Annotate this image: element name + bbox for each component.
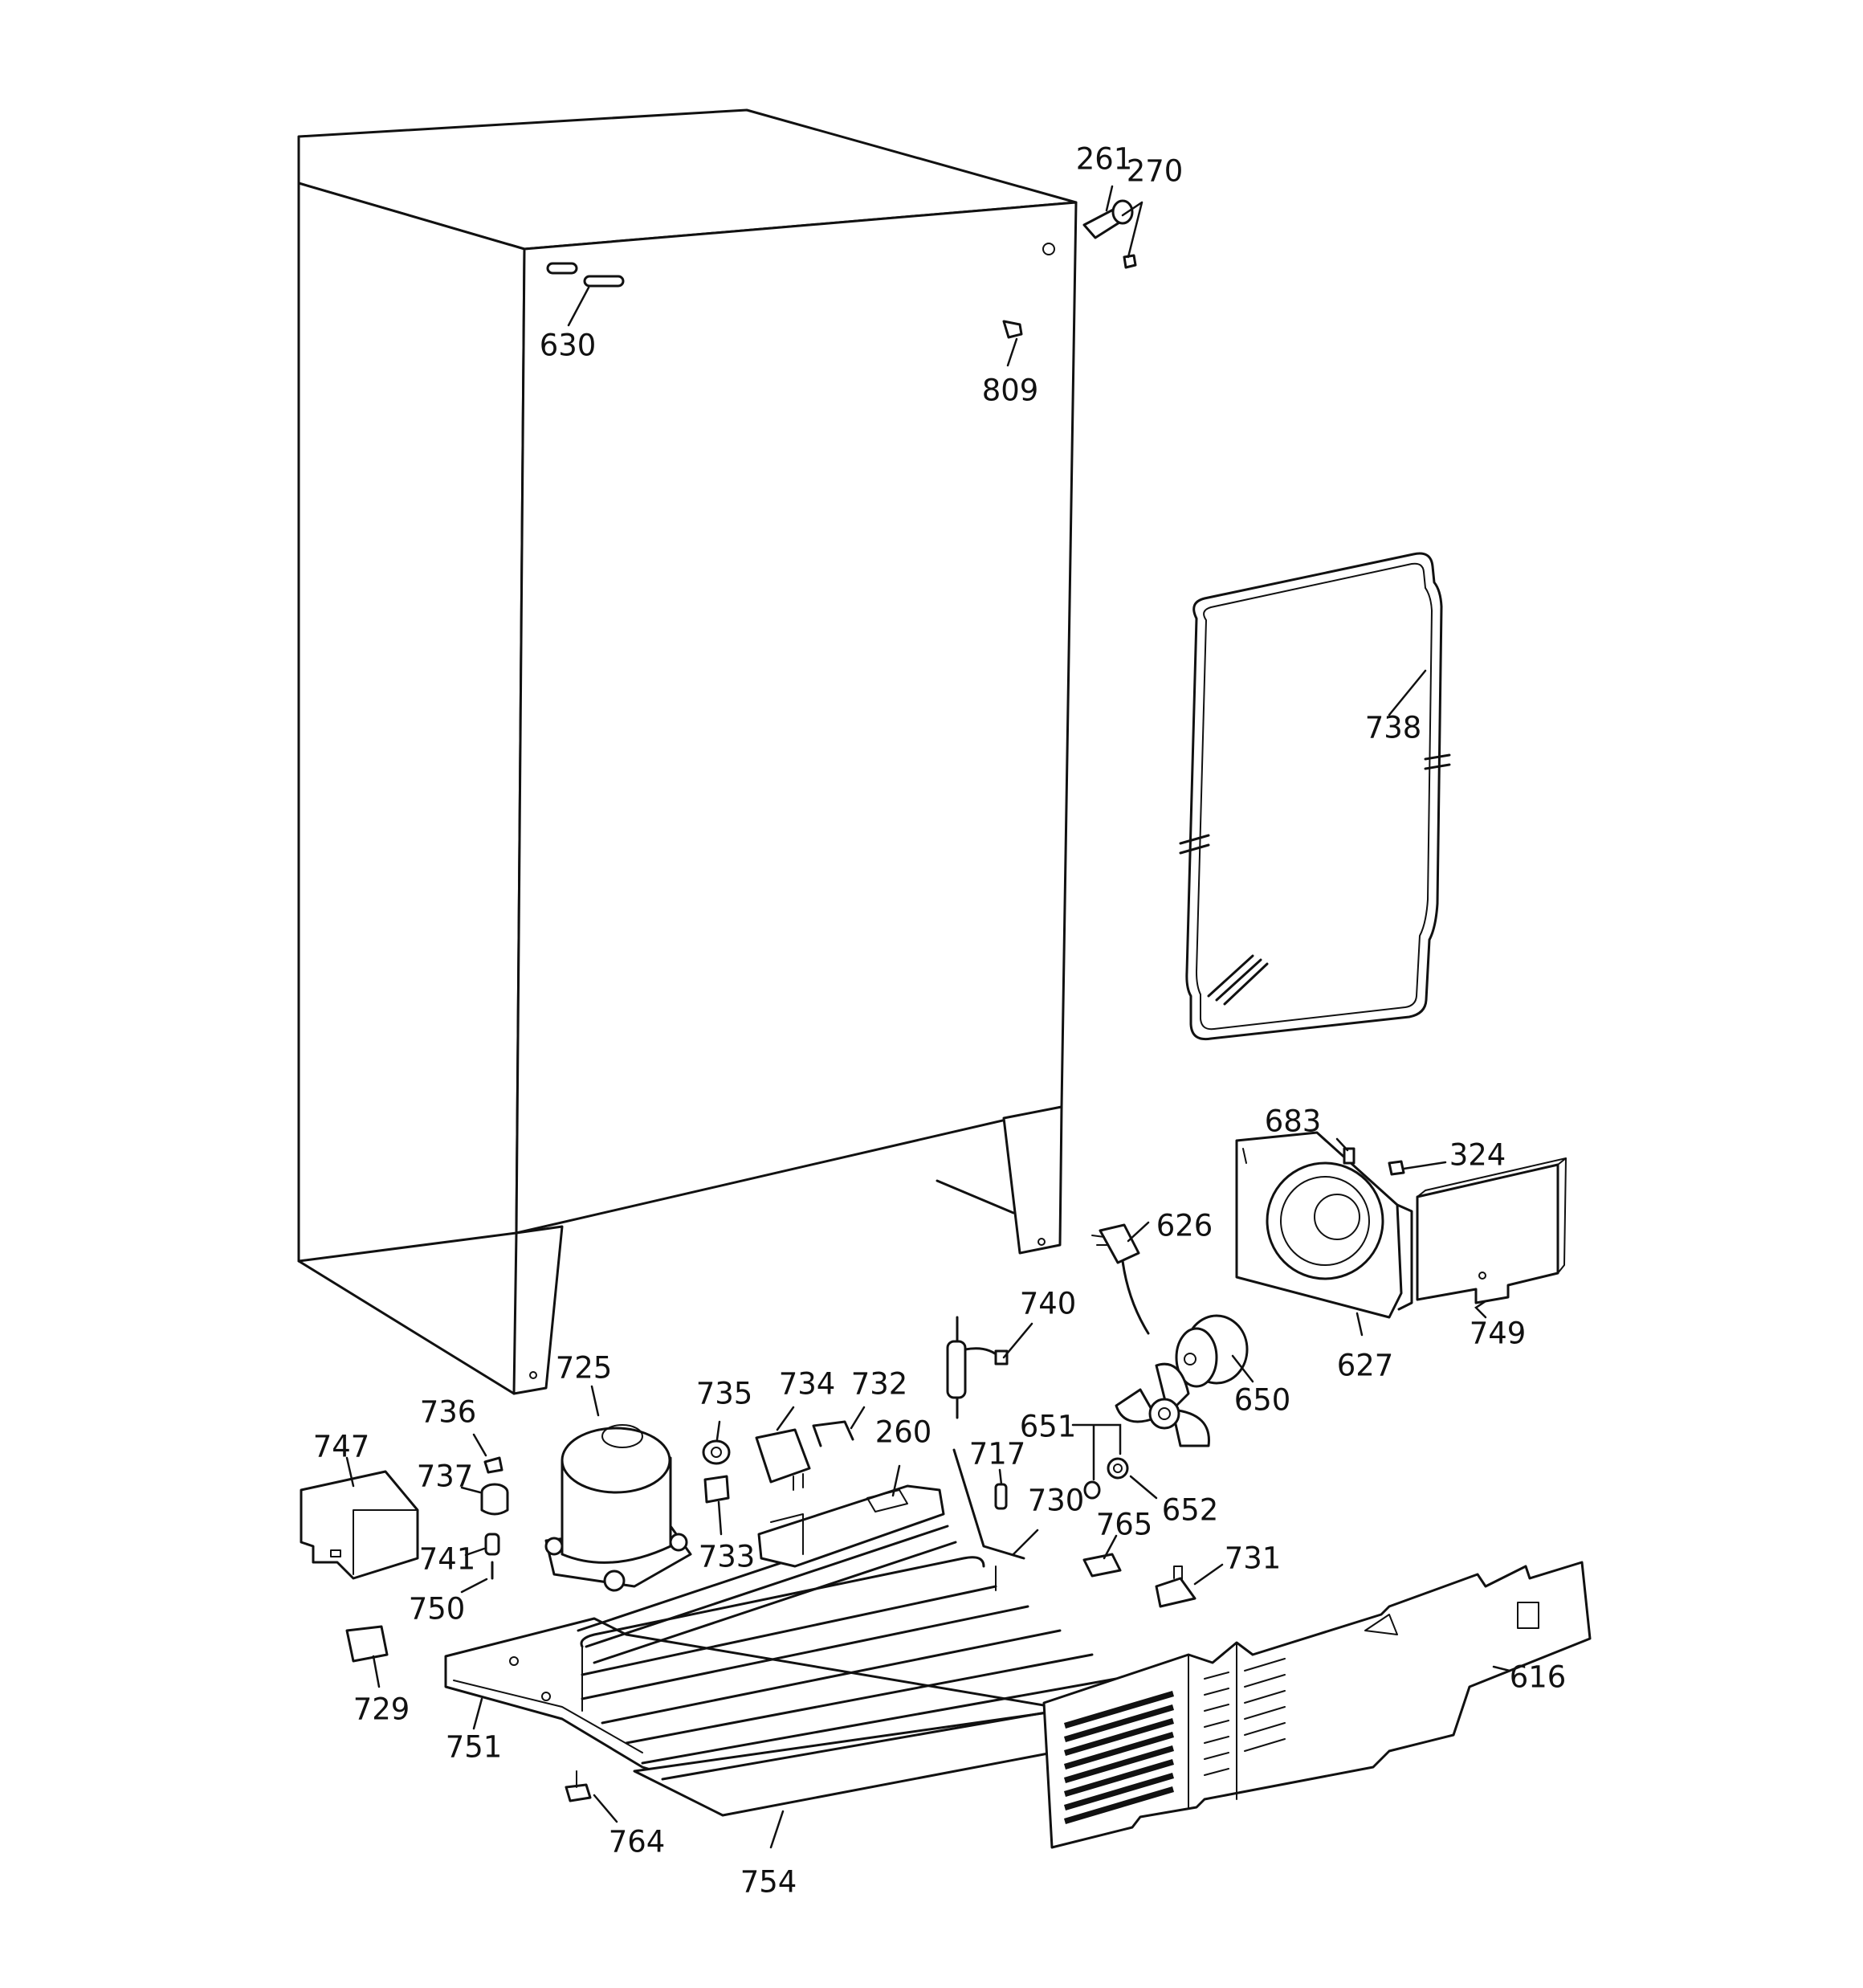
label-738: 738 [1365,711,1422,745]
label-764: 764 [609,1825,666,1859]
label-626: 626 [1156,1209,1213,1243]
part-labels: 261 270 630 809 738 683 324 626 749 627 … [313,142,1567,1900]
label-717: 717 [969,1437,1026,1472]
label-729: 729 [353,1692,410,1727]
label-740: 740 [1020,1287,1077,1321]
grille-slots [1064,1691,1174,1824]
label-324: 324 [1449,1138,1506,1173]
label-261: 261 [1076,142,1133,177]
cabinet-drawing [297,108,1078,1395]
part-717-drawing [994,1483,1008,1510]
label-765: 765 [1096,1508,1153,1542]
screws-683-324-drawing [1343,1147,1405,1176]
label-733: 733 [699,1540,756,1574]
leader-lines [345,185,1511,1849]
label-731: 731 [1225,1541,1282,1576]
condenser-coil-754-drawing [577,1508,1126,1817]
label-652: 652 [1162,1493,1219,1528]
label-616: 616 [1510,1660,1567,1695]
compressor-725-drawing [544,1424,692,1592]
small-parts-735-733-734-732-drawing [702,1420,854,1504]
part-261-drawing [1082,199,1137,269]
label-750: 750 [409,1592,466,1627]
label-650: 650 [1234,1383,1291,1418]
label-651: 651 [1020,1410,1077,1444]
small-parts-left-drawing [300,1456,509,1663]
label-754: 754 [740,1865,797,1900]
part-740-drawing [946,1316,1009,1419]
fan-shroud-627-drawing [1235,1131,1413,1319]
cord-626-drawing [1091,1223,1150,1335]
fan-blade-651-drawing [1083,1362,1210,1500]
label-725: 725 [556,1351,613,1386]
label-732: 732 [851,1367,908,1402]
label-741: 741 [419,1542,476,1577]
label-735: 735 [696,1377,753,1411]
cover-749-drawing [1416,1157,1567,1304]
dryer-260-drawing [757,1484,945,1568]
label-737: 737 [417,1459,474,1494]
label-734: 734 [779,1367,836,1402]
gasket-738-drawing [1179,552,1451,1041]
label-270: 270 [1127,154,1184,189]
label-809: 809 [982,374,1039,408]
label-736: 736 [420,1395,477,1430]
label-683: 683 [1265,1104,1322,1139]
motor-650-drawing [1175,1314,1249,1388]
label-260: 260 [875,1415,932,1450]
label-730: 730 [1028,1484,1085,1518]
label-747: 747 [313,1430,370,1464]
clips-765-731-764-drawing [565,1553,1196,1802]
label-749: 749 [1470,1316,1527,1351]
label-630: 630 [540,329,597,363]
label-627: 627 [1337,1349,1394,1383]
grille-616-drawing [1042,1561,1592,1849]
tube-730-drawing [952,1448,1025,1560]
label-751: 751 [446,1730,503,1765]
